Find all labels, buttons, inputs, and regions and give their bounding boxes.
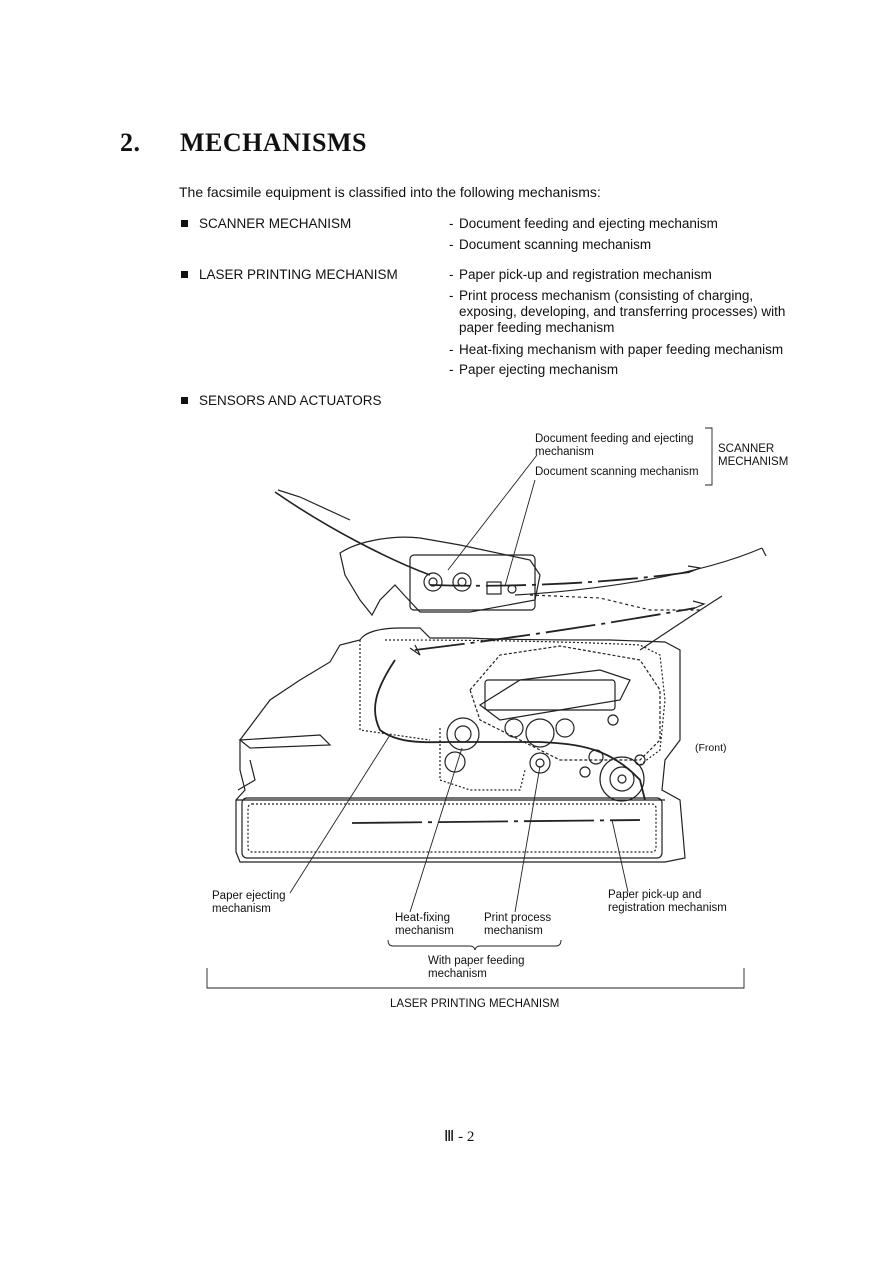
bullet-icon (181, 271, 188, 278)
callout-doc-feed: Document feeding and ejecting mechanism (535, 433, 694, 458)
mechanism-label-laser: LASER PRINTING MECHANISM (199, 267, 398, 282)
bullet-icon (181, 397, 188, 404)
dash: - (449, 342, 454, 357)
laser-item: Heat-fixing mechanism with paper feeding… (459, 342, 784, 357)
callout-with-feeding: With paper feeding mechanism (428, 955, 525, 980)
dash: - (449, 362, 454, 377)
callout-pickup: Paper pick-up and registration mechanism (608, 889, 727, 914)
scanner-item: Document scanning mechanism (459, 237, 652, 252)
dash: - (449, 237, 454, 252)
callout-paper-eject: Paper ejecting mechanism (212, 890, 286, 915)
laser-item: Paper ejecting mechanism (459, 362, 619, 377)
laser-item: Paper pick-up and registration mechanism (459, 267, 712, 282)
callout-front: (Front) (695, 742, 727, 754)
callout-heat-fix: Heat-fixing mechanism (395, 912, 454, 937)
bullet-icon (181, 220, 188, 227)
callout-laser-group: LASER PRINTING MECHANISM (390, 998, 560, 1010)
dash: - (449, 267, 454, 282)
laser-item: Print process mechanism (consisting of c… (459, 288, 786, 335)
dash: - (449, 216, 454, 231)
dash: - (449, 288, 454, 303)
scanner-item: Document feeding and ejecting mechanism (459, 216, 718, 231)
section-number: 2. (120, 128, 141, 157)
section-title: MECHANISMS (180, 128, 368, 157)
callout-doc-scan: Document scanning mechanism (535, 466, 699, 478)
page-number: Ⅲ - 2 (444, 1129, 475, 1145)
intro-text: The facsimile equipment is classified in… (179, 184, 601, 200)
mechanism-label-scanner: SCANNER MECHANISM (199, 216, 352, 231)
mechanism-label-sensors: SENSORS AND ACTUATORS (199, 393, 382, 408)
callout-scanner-group: SCANNER MECHANISM (718, 443, 789, 468)
callout-print-process: Print process mechanism (484, 912, 552, 937)
